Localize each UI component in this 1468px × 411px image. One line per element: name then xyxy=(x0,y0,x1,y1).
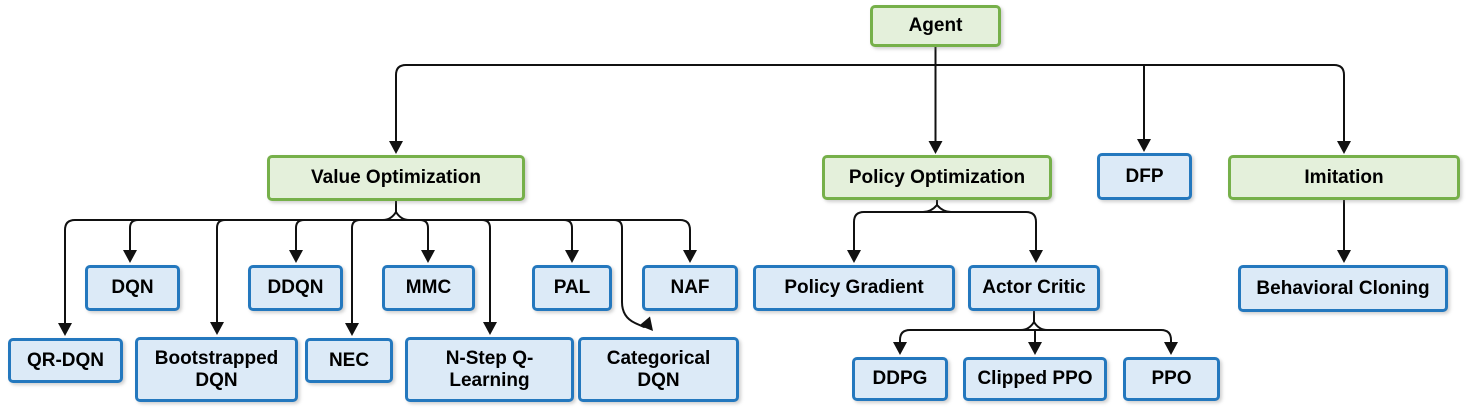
node-pal: PAL xyxy=(532,265,612,311)
node-ppo: PPO xyxy=(1123,357,1220,401)
node-ddpg-label: DDPG xyxy=(872,368,928,390)
node-clipped-ppo: Clipped PPO xyxy=(963,357,1107,401)
node-mmc-label: MMC xyxy=(405,277,452,299)
node-policy-gradient-label: Policy Gradient xyxy=(784,277,924,299)
node-n-step-q-learning-label: N-Step Q-Learning xyxy=(445,347,534,391)
node-imitation-label: Imitation xyxy=(1304,166,1384,188)
node-behavioral-cloning-label: Behavioral Cloning xyxy=(1256,277,1430,299)
node-nec-label: NEC xyxy=(328,349,370,371)
node-pal-label: PAL xyxy=(553,277,591,299)
node-qr-dqn-label: QR-DQN xyxy=(26,349,105,371)
node-nec: NEC xyxy=(305,338,393,383)
node-categorical-dqn-label: Categorical DQN xyxy=(606,347,711,391)
node-categorical-dqn: Categorical DQN xyxy=(578,337,739,402)
node-agent-label: Agent xyxy=(908,15,963,37)
node-qr-dqn: QR-DQN xyxy=(8,338,123,383)
node-dfp-label: DFP xyxy=(1125,165,1164,187)
node-n-step-q-learning: N-Step Q-Learning xyxy=(405,337,574,402)
node-imitation: Imitation xyxy=(1228,155,1460,200)
node-naf-label: NAF xyxy=(670,277,710,299)
node-clipped-ppo-label: Clipped PPO xyxy=(977,368,1093,390)
node-policy-optimization: Policy Optimization xyxy=(822,155,1052,200)
node-dqn-label: DQN xyxy=(111,277,154,299)
node-bootstrapped-dqn-label: Bootstrapped DQN xyxy=(154,347,279,391)
node-agent: Agent xyxy=(870,5,1001,47)
node-actor-critic: Actor Critic xyxy=(968,265,1100,311)
node-naf: NAF xyxy=(642,265,738,311)
node-ppo-label: PPO xyxy=(1151,368,1192,390)
node-dfp: DFP xyxy=(1097,153,1192,200)
node-ddpg: DDPG xyxy=(852,357,948,401)
node-actor-critic-label: Actor Critic xyxy=(982,277,1086,299)
node-ddqn: DDQN xyxy=(248,265,343,311)
node-behavioral-cloning: Behavioral Cloning xyxy=(1238,265,1448,312)
node-policy-gradient: Policy Gradient xyxy=(753,265,955,311)
node-value-optimization-label: Value Optimization xyxy=(311,167,481,189)
node-value-optimization: Value Optimization xyxy=(267,155,525,201)
node-mmc: MMC xyxy=(382,265,475,311)
node-bootstrapped-dqn: Bootstrapped DQN xyxy=(135,337,298,402)
node-policy-optimization-label: Policy Optimization xyxy=(848,166,1026,188)
node-ddqn-label: DDQN xyxy=(267,277,324,299)
node-dqn: DQN xyxy=(85,265,180,311)
